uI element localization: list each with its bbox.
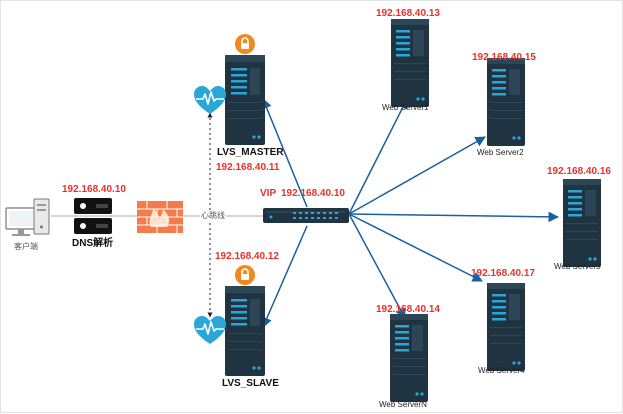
lock-icon	[234, 33, 256, 55]
web-server1-icon	[391, 19, 429, 107]
links	[261, 98, 560, 328]
dns-label: DNS解析	[72, 238, 114, 249]
web-server4-ip: 192.168.40.17	[471, 268, 535, 279]
web-serverN-icon	[390, 314, 428, 402]
link-web-serverN	[348, 213, 406, 319]
web-server2-label: Web Server2	[477, 148, 524, 157]
web-server1-label: Web Server1	[382, 103, 429, 112]
dns-server-icon	[74, 198, 112, 234]
link-web-server1	[348, 98, 408, 215]
lvs-master-label: LVS_MASTER	[217, 147, 284, 158]
web-serverN-ip: 192.168.40.14	[376, 304, 440, 315]
heartbeat-monitor-icon	[193, 315, 227, 345]
heartbeat-monitor-icon	[193, 85, 227, 115]
lvs-slave-label: LVS_SLAVE	[222, 378, 279, 389]
web-serverN-label: Web ServerN	[379, 400, 427, 409]
web-server3-label: Web Server3	[554, 262, 601, 271]
web-server2-icon	[487, 58, 525, 146]
link-web-server4	[348, 213, 483, 282]
web-server3-ip: 192.168.40.16	[547, 166, 611, 177]
web-server4-label: Web Server4	[478, 366, 525, 375]
lvs-master-server-icon	[225, 55, 265, 145]
heartbeat-label: 心跳线	[200, 211, 226, 220]
dns-ip: 192.168.40.10	[62, 184, 126, 195]
web-server1-ip: 192.168.40.13	[376, 8, 440, 19]
lvs-slave-ip: 192.168.40.12	[215, 251, 279, 262]
link-web-server2	[348, 136, 486, 215]
vip-ip: 192.168.40.10	[281, 188, 345, 199]
lock-icon	[234, 264, 256, 286]
lvs-master-ip: 192.168.40.11	[216, 162, 280, 173]
switch-icon	[263, 208, 349, 223]
link-lvs-master	[261, 98, 308, 208]
firewall-icon	[137, 201, 183, 233]
web-server2-ip: 192.168.40.15	[472, 52, 536, 63]
link-web-server3	[348, 211, 560, 223]
client-computer-icon	[5, 198, 50, 236]
web-server3-icon	[563, 179, 601, 267]
link-lvs-slave	[261, 225, 308, 328]
web-server4-icon	[487, 283, 525, 371]
client-label: 客户端	[14, 242, 38, 251]
vip-label: VIP	[260, 188, 277, 199]
lvs-slave-server-icon	[225, 286, 265, 376]
